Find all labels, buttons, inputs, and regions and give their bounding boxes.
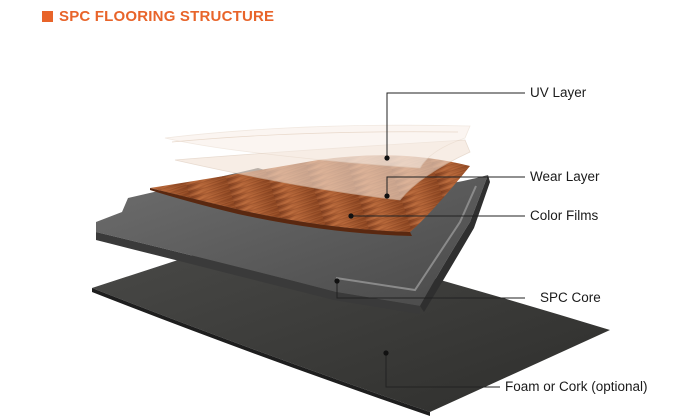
page-title: SPC FLOORING STRUCTURE <box>59 8 275 25</box>
header-accent-square <box>42 11 53 22</box>
foam-leader <box>385 353 500 388</box>
label-spc-core: SPC Core <box>540 290 601 305</box>
wear-leader <box>386 176 525 196</box>
wear-dot <box>384 193 390 199</box>
leader-lines <box>336 92 525 388</box>
core-leader <box>336 281 525 299</box>
core-dot <box>334 278 340 284</box>
uv-dot <box>384 155 390 161</box>
uv-layer <box>164 124 471 169</box>
leader-dots <box>334 155 390 356</box>
color-dot <box>348 213 354 219</box>
label-color-films: Color Films <box>530 208 599 223</box>
label-foam-or-cork: Foam or Cork (optional) <box>505 379 648 394</box>
uv-leader <box>386 92 525 158</box>
foam-dot <box>383 350 389 356</box>
foam-layer <box>92 232 610 416</box>
header: SPC FLOORING STRUCTURE <box>42 8 274 25</box>
label-uv-layer: UV Layer <box>530 85 587 100</box>
label-wear-layer: Wear Layer <box>530 169 600 184</box>
